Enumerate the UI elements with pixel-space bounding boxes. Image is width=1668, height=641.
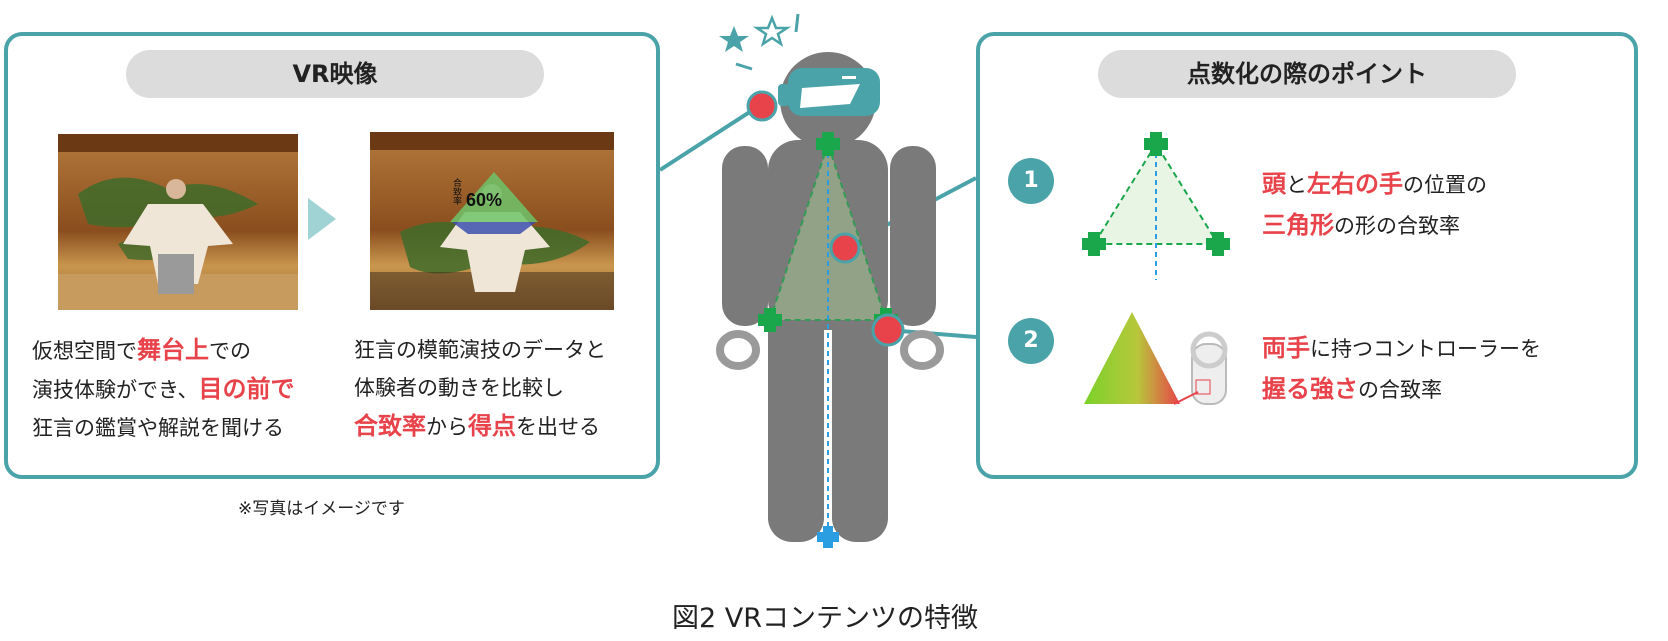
vr-user-figure [716, 13, 944, 548]
point-number-2: 2 [1008, 318, 1054, 364]
controller-icon [1191, 343, 1227, 405]
kyogen-overlay-photo: 60% 合致率 [370, 132, 614, 310]
photo-note: ※写真はイメージです [238, 499, 405, 519]
star-outline-icon [752, 14, 792, 47]
grip-strength-diagram [1084, 312, 1228, 405]
scoring-points-panel: 点数化の際のポイント 1 2 頭と左右の手の位置の 三角形の形の合致率 両手に持… [976, 32, 1638, 479]
scoring-points-title: 点数化の際のポイント [1098, 50, 1516, 98]
scoring-caption: 狂言の模範演技のデータと 体験者の動きを比較し 合致率から得点を出せる [354, 338, 606, 440]
vr-stage-caption: 仮想空間で舞台上での 演技体験ができ、目の前で 狂言の鑑賞や解説を聞ける [32, 336, 295, 440]
star-icon [719, 26, 749, 52]
vr-video-title: VR映像 [126, 50, 544, 98]
kyogen-stage-photo [58, 134, 298, 310]
arrow-right-icon [308, 198, 336, 240]
match-rate-label: 合致率 [451, 177, 462, 206]
point-number-1: 1 [1008, 158, 1054, 204]
match-rate-value: 60% [466, 190, 502, 210]
grip-match-text: 両手に持つコントローラーを 握る強さの合致率 [1262, 334, 1541, 403]
figure-title: 図2 VRコンテンツの特徴 [672, 603, 978, 634]
vr-video-panel: VR映像 60% 合致率 仮想空間で舞台上での 演技体験ができ、 [4, 32, 660, 479]
triangle-match-diagram [1082, 132, 1230, 280]
triangle-match-text: 頭と左右の手の位置の 三角形の形の合致率 [1262, 170, 1487, 239]
